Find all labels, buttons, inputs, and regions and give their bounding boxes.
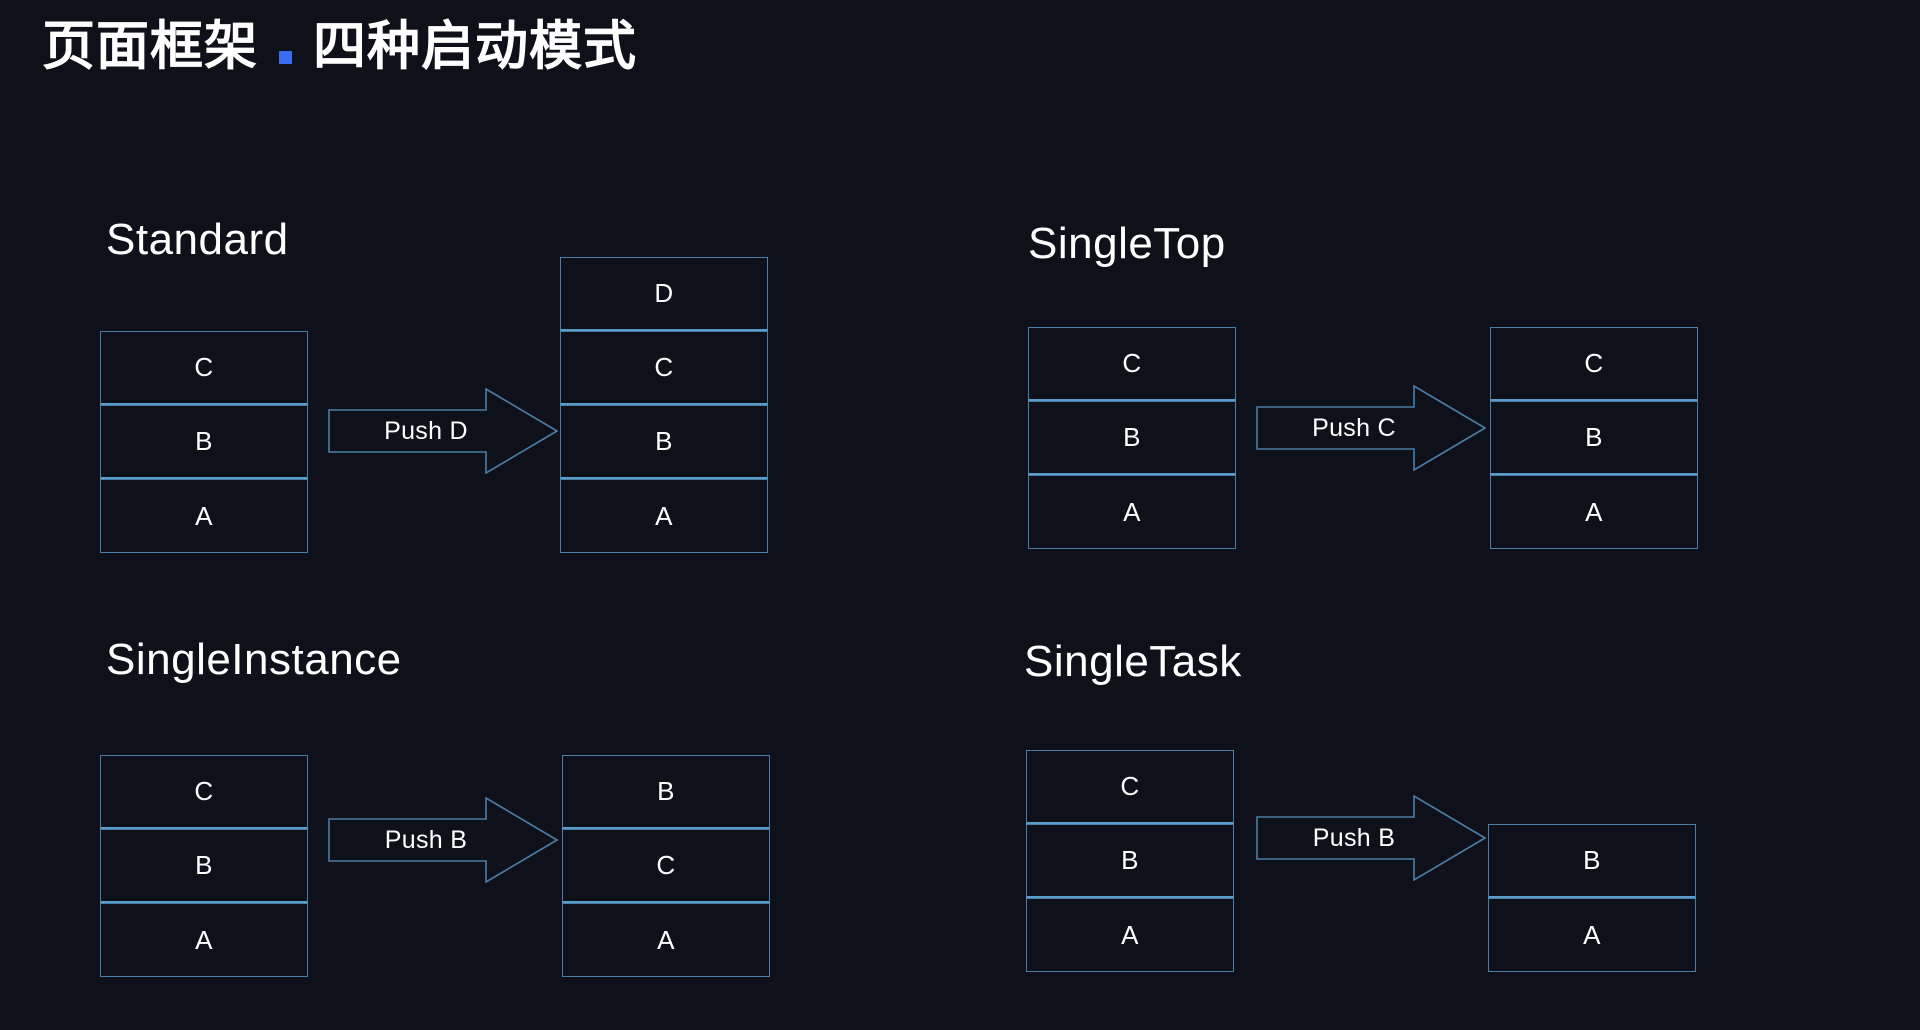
stack-cell: C (1026, 750, 1234, 824)
arrow-label: Push C (1312, 413, 1396, 442)
stack-cell: B (1026, 824, 1234, 898)
stack-cell: A (1026, 898, 1234, 972)
stack-cell: A (1490, 475, 1698, 549)
stack-cell: A (1028, 475, 1236, 549)
stack-cell: A (560, 479, 768, 553)
stack-cell: A (562, 903, 770, 977)
stack-standard-after: D C B A (560, 257, 768, 553)
stack-cell: B (560, 405, 768, 479)
stack-cell: A (100, 903, 308, 977)
section-singleinstance: SingleInstance (106, 638, 402, 682)
stack-cell: C (100, 755, 308, 829)
stack-cell: C (560, 331, 768, 405)
stack-cell: B (1490, 401, 1698, 475)
stack-standard-before: C B A (100, 331, 308, 553)
stack-cell: B (1028, 401, 1236, 475)
stack-cell: C (562, 829, 770, 903)
stack-cell: B (100, 405, 308, 479)
stack-singletask-after: B A (1488, 824, 1696, 972)
section-singletop: SingleTop (1028, 222, 1226, 266)
arrow-label: Push D (384, 416, 468, 445)
stack-cell: C (100, 331, 308, 405)
stack-singleinstance-before: C B A (100, 755, 308, 977)
page-title-left: 页面框架 (42, 17, 258, 76)
section-title-standard: Standard (106, 215, 289, 264)
stack-cell: B (100, 829, 308, 903)
stack-cell: D (560, 257, 768, 331)
page-title-right: 四种启动模式 (313, 17, 637, 76)
stack-cell: A (100, 479, 308, 553)
section-title-singleinstance: SingleInstance (106, 635, 402, 684)
arrow-singleinstance: Push B (328, 797, 558, 883)
stack-singleinstance-after: B C A (562, 755, 770, 977)
arrow-singletask: Push B (1256, 795, 1486, 881)
arrow-right-icon (328, 797, 558, 883)
title-separator-square-icon (279, 51, 292, 64)
stack-singletask-before: C B A (1026, 750, 1234, 972)
arrow-label: Push B (384, 825, 468, 854)
stack-cell: C (1028, 327, 1236, 401)
stack-cell: A (1488, 898, 1696, 972)
page-title: 页面框架 四种启动模式 (42, 20, 637, 73)
arrow-right-icon (1256, 385, 1486, 471)
arrow-standard: Push D (328, 388, 558, 474)
stack-cell: C (1490, 327, 1698, 401)
section-standard: Standard (106, 218, 289, 262)
arrow-right-icon (1256, 795, 1486, 881)
arrow-singletop: Push C (1256, 385, 1486, 471)
stack-singletop-after: C B A (1490, 327, 1698, 549)
arrow-label: Push B (1312, 823, 1396, 852)
stack-cell: B (562, 755, 770, 829)
section-title-singletask: SingleTask (1024, 637, 1242, 686)
stack-singletop-before: C B A (1028, 327, 1236, 549)
arrow-right-icon (328, 388, 558, 474)
section-singletask: SingleTask (1024, 640, 1242, 684)
section-title-singletop: SingleTop (1028, 219, 1226, 268)
stack-cell: B (1488, 824, 1696, 898)
